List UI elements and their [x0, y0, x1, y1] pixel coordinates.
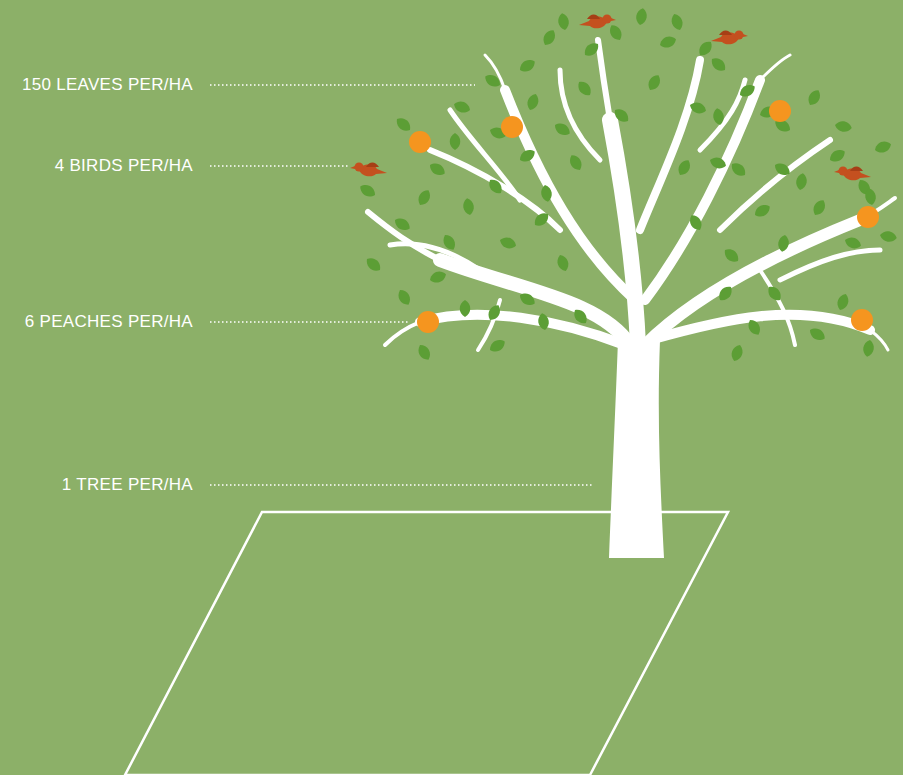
tree-trunk	[609, 340, 664, 558]
leaf	[567, 153, 585, 173]
leaf	[729, 343, 745, 363]
leaf	[873, 139, 893, 155]
leaf	[810, 198, 828, 218]
quantity-label: 1 TREE PER/HA	[62, 475, 193, 495]
leader-line	[210, 321, 408, 323]
peach	[417, 311, 439, 333]
leaf	[745, 317, 763, 337]
leaf	[555, 253, 571, 273]
leaf	[428, 269, 448, 285]
quantity-label: 6 PEACHES PER/HA	[25, 312, 193, 332]
leaf	[460, 300, 471, 317]
leaf	[532, 210, 552, 229]
peach	[851, 309, 873, 331]
leaf	[485, 303, 503, 323]
leaf	[712, 107, 725, 126]
leaf	[557, 12, 570, 31]
leaf	[450, 133, 461, 150]
leaf	[862, 339, 875, 358]
leaf	[752, 202, 772, 220]
bird	[834, 166, 871, 180]
leaf	[517, 290, 537, 308]
bird	[579, 14, 616, 28]
peach	[857, 206, 879, 228]
leaf	[722, 246, 742, 265]
leaf	[452, 99, 472, 115]
leaf	[487, 337, 507, 355]
leaf	[392, 215, 412, 233]
leaf	[582, 40, 602, 59]
quantity-label: 150 LEAVES PER/HA	[22, 75, 193, 95]
leaf	[669, 12, 685, 32]
peaches	[409, 100, 879, 333]
leaf	[364, 255, 384, 274]
leaf	[716, 284, 735, 304]
leaf	[658, 34, 678, 50]
leaf	[517, 147, 537, 165]
leaf	[834, 120, 853, 133]
leaf	[688, 100, 708, 116]
peach	[409, 131, 431, 153]
leaf	[394, 115, 414, 134]
leaf	[709, 55, 729, 74]
quantity-label: 4 BIRDS PER/HA	[55, 156, 193, 176]
leaf	[525, 92, 541, 112]
leaf	[415, 342, 433, 362]
leaf	[540, 28, 558, 48]
leaf	[358, 182, 378, 200]
leader-line	[210, 484, 593, 486]
leaf	[675, 158, 693, 178]
peach	[501, 116, 523, 138]
leaf	[879, 230, 898, 243]
leaf	[517, 57, 537, 75]
leaf	[772, 160, 792, 178]
leaves	[358, 7, 898, 362]
leaf	[427, 160, 447, 178]
leaf	[415, 188, 433, 208]
leaf	[575, 79, 594, 99]
leaf	[708, 155, 728, 171]
leaf	[777, 234, 790, 253]
leaf	[537, 312, 550, 331]
leaf	[835, 292, 851, 312]
leaf	[462, 197, 475, 216]
leaf	[864, 187, 877, 206]
leaf	[795, 172, 808, 191]
leaf	[571, 307, 590, 327]
leaf	[612, 106, 632, 125]
leaf	[552, 120, 572, 138]
leaf	[843, 235, 863, 251]
leaf	[687, 213, 705, 233]
leaf	[635, 7, 648, 26]
bird	[350, 162, 387, 176]
leaf	[729, 160, 749, 179]
leaf	[765, 284, 784, 304]
leaf	[540, 184, 553, 203]
leaf	[486, 177, 505, 197]
leaf	[483, 72, 503, 90]
peach	[769, 100, 791, 122]
leaf	[807, 325, 827, 343]
bird	[711, 30, 748, 44]
leaf	[395, 287, 413, 307]
leaf	[827, 147, 847, 165]
birds	[350, 14, 871, 180]
leaf	[440, 232, 458, 252]
leaf	[607, 23, 625, 43]
leaf	[737, 82, 757, 100]
leaf	[805, 88, 823, 108]
leader-line	[210, 165, 348, 167]
leaf	[645, 73, 663, 93]
leaf	[696, 39, 715, 59]
leaf	[498, 235, 518, 251]
leader-line	[210, 84, 475, 86]
tree-branches	[368, 40, 895, 350]
